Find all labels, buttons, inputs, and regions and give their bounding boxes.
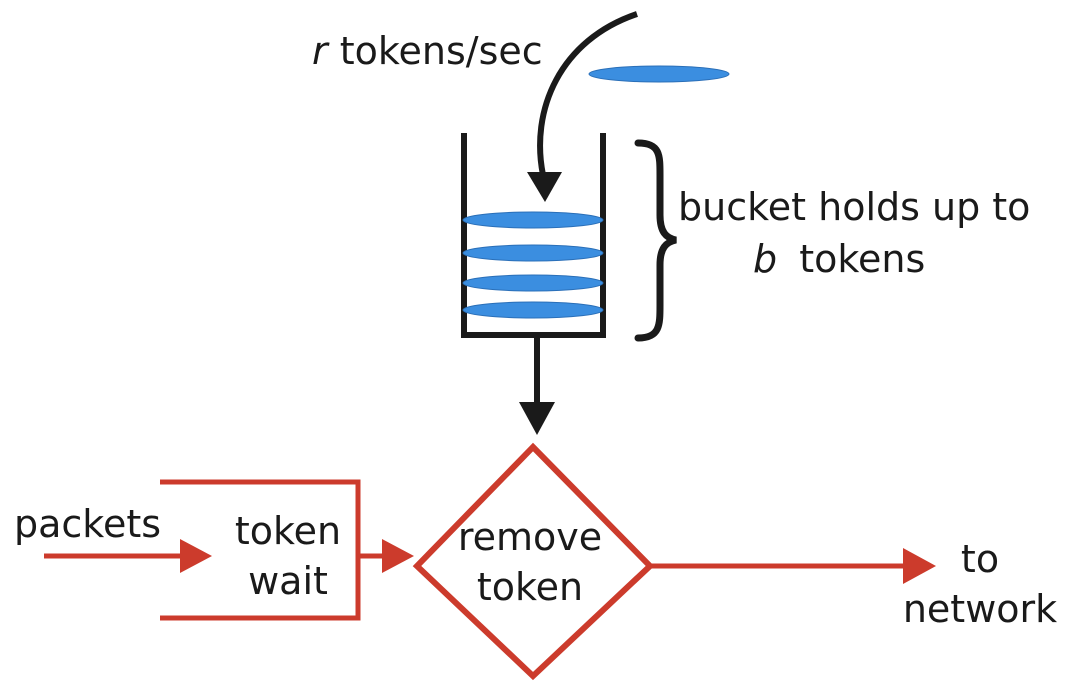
to-network-line2: network — [902, 587, 1058, 631]
token-inflow-arrow — [537, 11, 638, 176]
curly-brace-icon — [634, 139, 677, 342]
queue-to-remove-arrowhead — [382, 539, 414, 573]
bucket-tokens-text: tokens — [799, 237, 926, 281]
bucket-token-3 — [462, 274, 604, 292]
remove-token-diamond — [412, 442, 655, 681]
packets-arrowhead — [180, 539, 212, 573]
bucket-token-4 — [462, 301, 604, 319]
remove-token-label: remove token — [440, 518, 620, 606]
rate-variable: r — [312, 29, 328, 73]
token-wait-queue — [160, 479, 361, 621]
packets-label: packets — [14, 502, 162, 546]
rate-label: r tokens/sec — [312, 32, 543, 70]
token-wait-line2: wait — [248, 559, 328, 603]
token-inflow-arrowhead — [527, 172, 562, 202]
bucket — [461, 133, 606, 338]
bucket-capacity-line1: bucket holds up to — [678, 185, 1031, 229]
remove-token-line1: remove — [457, 515, 603, 559]
to-network-label: to network — [895, 540, 1065, 628]
token-wait-line1: token — [234, 509, 342, 553]
falling-token-icon — [588, 65, 730, 83]
to-network-line1: to — [960, 537, 1000, 581]
bucket-variable: b — [753, 237, 778, 281]
rate-text: tokens/sec — [339, 29, 543, 73]
to-network-arrowhead — [903, 548, 936, 584]
bucket-token-2 — [462, 244, 604, 262]
bucket-capacity-line2: b tokens — [753, 240, 925, 278]
token-wait-label: token wait — [226, 512, 350, 600]
remove-token-line2: token — [476, 565, 584, 609]
bucket-token-1 — [462, 211, 604, 229]
bucket-outlet-arrowhead — [519, 402, 555, 435]
